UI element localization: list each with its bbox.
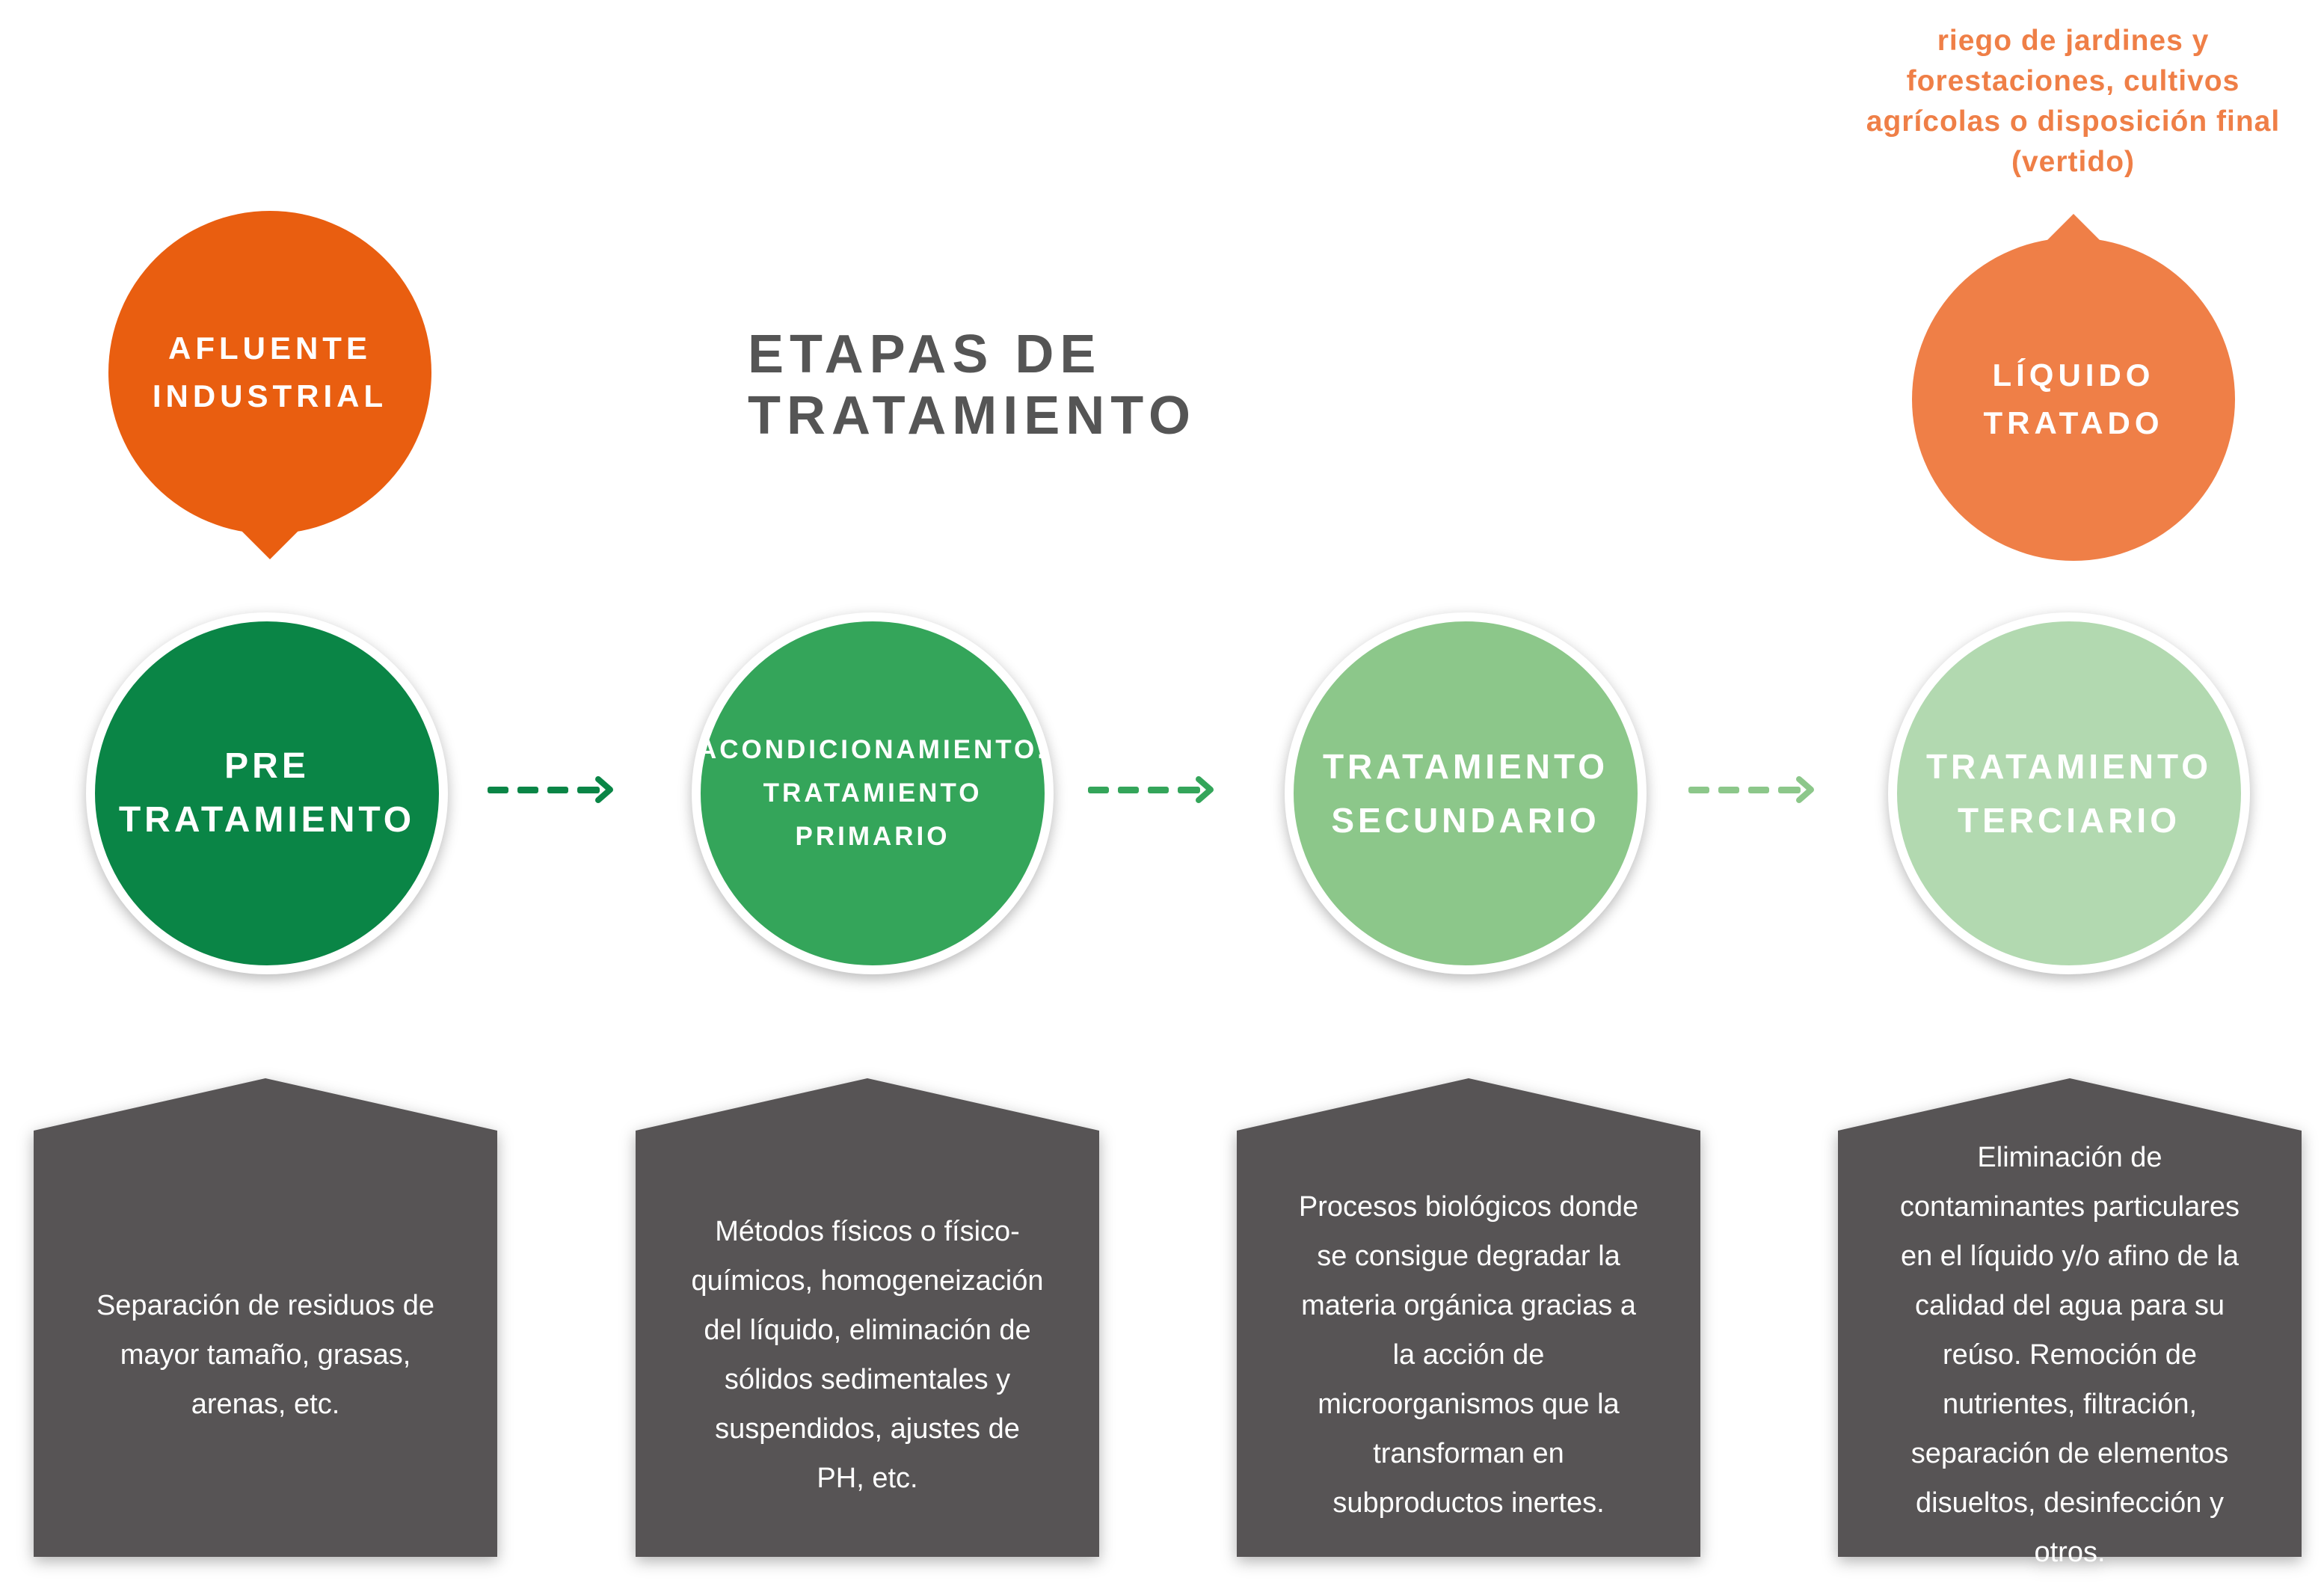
afluente-label: AFLUENTE INDUSTRIAL bbox=[152, 331, 388, 414]
afluente-disc bbox=[108, 211, 431, 534]
description-box-pretratamiento: Separación de residuos de mayor tamaño, … bbox=[34, 1078, 497, 1557]
description-box-secundario: Procesos biológicos donde se consigue de… bbox=[1237, 1078, 1700, 1557]
destination-note: riego de jardines y forestaciones, culti… bbox=[1866, 25, 2281, 178]
description-box-primario: Métodos físicos o físico-químicos, homog… bbox=[636, 1078, 1099, 1557]
box-shape bbox=[636, 1078, 1099, 1557]
box-shape bbox=[34, 1078, 497, 1557]
afluente-pointer bbox=[233, 522, 307, 559]
dashed-arrow-2-icon bbox=[1088, 776, 1214, 803]
box-shape bbox=[1237, 1078, 1700, 1557]
description-text: Separación de residuos de mayor tamaño, … bbox=[96, 1290, 435, 1420]
liquido-pointer bbox=[2036, 214, 2111, 251]
diagram-title: ETAPAS DE TRATAMIENTO bbox=[748, 325, 1196, 446]
description-text: Métodos físicos o físico-químicos, homog… bbox=[691, 1216, 1044, 1494]
stage-pretratamiento: PRE TRATAMIENTO bbox=[86, 612, 448, 974]
stage-tratamiento-terciario: TRATAMIENTO TERCIARIO bbox=[1888, 612, 2250, 974]
description-text: Eliminación de contaminantes particulare… bbox=[1899, 1142, 2240, 1568]
dashed-arrow-3-icon bbox=[1688, 776, 1814, 803]
box-shape bbox=[1838, 1078, 2302, 1557]
dashed-arrow-1-icon bbox=[488, 776, 613, 803]
stage-tratamiento-secundario: TRATAMIENTO SECUNDARIO bbox=[1285, 612, 1647, 974]
liquido-disc bbox=[1912, 238, 2235, 561]
afluente-industrial-bubble: AFLUENTE INDUSTRIAL bbox=[108, 211, 431, 559]
stage-tratamiento-primario: ACONDICIONAMIENTO. TRATAMIENTO PRIMARIO bbox=[692, 612, 1054, 974]
description-text: Procesos biológicos donde se consigue de… bbox=[1298, 1191, 1639, 1519]
liquido-label: LÍQUIDO TRATADO bbox=[1983, 357, 2164, 440]
liquido-tratado-bubble: LÍQUIDO TRATADO bbox=[1912, 214, 2235, 561]
description-box-terciario: Eliminación de contaminantes particulare… bbox=[1838, 1078, 2302, 1568]
